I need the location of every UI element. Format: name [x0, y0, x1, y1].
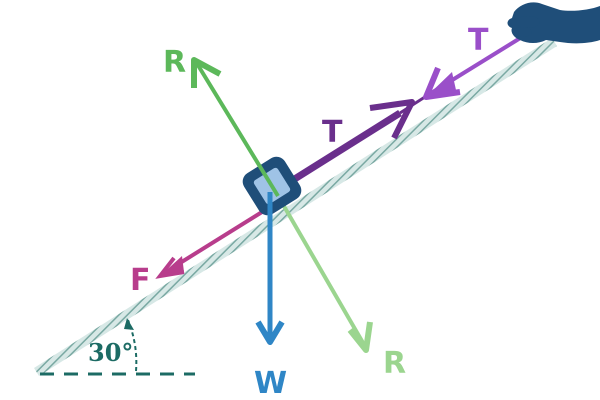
tension-block-label: T — [322, 115, 343, 150]
tension-hand-arrow — [423, 30, 532, 100]
angle-label: 30° — [88, 338, 133, 367]
friction-label: F — [130, 263, 151, 298]
friction-arrow — [155, 210, 264, 279]
hand-icon — [507, 2, 600, 44]
reaction-upper-arrow — [191, 57, 280, 198]
weight-arrow — [255, 192, 285, 345]
reaction-upper-label: R — [163, 45, 186, 80]
reaction-lower-label: R — [383, 346, 406, 381]
tension-hand-label: T — [468, 23, 489, 58]
weight-label: W — [254, 366, 287, 400]
incline-surface — [34, 38, 557, 376]
reaction-lower-arrow — [268, 180, 373, 353]
angle-marker — [124, 318, 138, 372]
